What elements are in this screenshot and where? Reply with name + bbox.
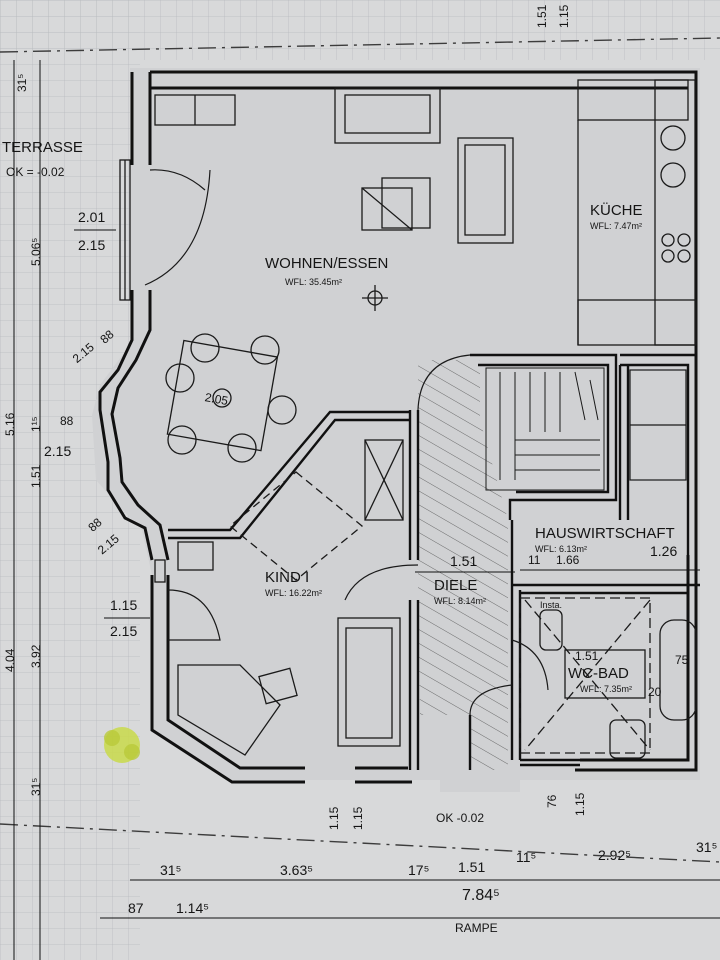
left-d3: 1.51	[29, 464, 43, 488]
bottom-r1-4: 11⁵	[516, 849, 536, 865]
room-area-hauswirtschaft: WFL: 6.13m²	[535, 544, 587, 554]
room-area-wohnen: WFL: 35.45m²	[285, 277, 342, 287]
room-name-hauswirtschaft: HAUSWIRTSCHAFT	[535, 525, 675, 542]
kitchen-units	[577, 79, 697, 346]
furniture-kind	[177, 439, 404, 756]
door-76: 76	[545, 794, 559, 808]
bathroom-fixtures	[519, 597, 697, 759]
k2: 1.15	[351, 806, 365, 830]
entrance-level: OK -0.02	[436, 811, 484, 825]
floor-area	[92, 68, 700, 792]
room-area-kueche: WFL: 7.47m²	[590, 221, 642, 231]
bottom-r1-1: 3.63⁵	[280, 862, 313, 878]
room-name-wcbad: WC-BAD	[568, 665, 629, 682]
left-d6: 4.04	[3, 648, 17, 672]
bottom-r1-0: 31⁵	[160, 862, 181, 878]
w5-b: 2.15	[110, 623, 137, 639]
hwr-shelving	[629, 369, 687, 481]
top-b: 1.15	[557, 4, 571, 28]
bottom-dimension-chain: 31⁵ 3.63⁵ 17⁵ 1.51 11⁵ 2.92⁵ 31⁵ 87 1.14…	[100, 839, 720, 919]
w3-b: 2.15	[44, 443, 71, 459]
dining-table	[165, 333, 297, 463]
left-d8: 5.16	[3, 412, 17, 436]
room-area-kind: WFL: 16.22m²	[265, 588, 322, 598]
room-name-wohnen: WOHNEN/ESSEN	[265, 255, 388, 272]
room-area-wcbad: WFL: 7.35m²	[580, 684, 632, 694]
bottom-r1-5: 2.92⁵	[598, 847, 631, 863]
hwr-c: 11	[528, 553, 541, 567]
left-d4: 1¹⁵	[29, 416, 43, 432]
bottom-r1-2: 17⁵	[408, 862, 429, 878]
room-name-diele: DIELE	[434, 577, 477, 594]
terrace-label: TERRASSE	[2, 139, 83, 156]
room-area-diele: WFL: 8.14m²	[434, 596, 486, 606]
bottom-r2-0: 87	[128, 900, 144, 916]
bottom-r2-1: 1.14⁵	[176, 900, 209, 916]
interior-dimensions: 1.51 1.66 11 1.26 75 1.51 20 Insta. 2.05…	[204, 390, 700, 830]
room-name-kind: KIND I	[265, 569, 309, 586]
room-labels: WOHNEN/ESSEN WFL: 35.45m² KÜCHE WFL: 7.4…	[2, 139, 675, 935]
left-dimension-chain: 31⁵ 5.06⁵ 1.51 1¹⁵ 3.92 4.04 31⁵ 5.16	[3, 60, 43, 960]
left-d7: 31⁵	[29, 778, 43, 796]
bottom-r1-6: 31⁵	[696, 839, 717, 855]
plant-symbol	[104, 727, 140, 763]
left-d1: 31⁵	[15, 74, 29, 92]
sink-dim: 75	[675, 653, 689, 667]
bath-a: 1.51	[575, 649, 599, 663]
staircase	[485, 367, 605, 491]
furniture-living	[154, 87, 514, 311]
room-name-kueche: KÜCHE	[590, 201, 643, 219]
left-d5: 3.92	[29, 644, 43, 668]
bottom-r2-2: 7.84⁵	[462, 887, 500, 904]
left-d2: 5.06⁵	[29, 238, 43, 266]
rampe-label: RAMPE	[455, 921, 498, 935]
outer-walls	[98, 70, 698, 784]
insta-label: Insta.	[540, 600, 562, 610]
k1: 1.15	[327, 806, 341, 830]
table-dim: 2.05	[204, 390, 230, 408]
hwr-b: 1.26	[650, 543, 677, 559]
terrace-level: OK = -0.02	[6, 165, 65, 179]
windows	[119, 159, 166, 583]
diele-width: 1.51	[450, 553, 477, 569]
bath-b: 20	[648, 685, 662, 699]
w1-a: 2.01	[78, 209, 105, 225]
site-boundary	[0, 37, 720, 863]
w1-b: 2.15	[78, 237, 105, 253]
bottom-r1-3: 1.51	[458, 859, 485, 875]
w5-a: 1.15	[110, 597, 137, 613]
w3-a: 88	[60, 414, 74, 428]
door-115: 1.15	[573, 792, 587, 816]
doors	[144, 169, 549, 716]
interior-walls	[168, 353, 700, 770]
top-dimension-chain: 1.51 1.15	[535, 4, 571, 28]
hwr-a: 1.66	[556, 553, 580, 567]
top-a: 1.51	[535, 4, 549, 28]
